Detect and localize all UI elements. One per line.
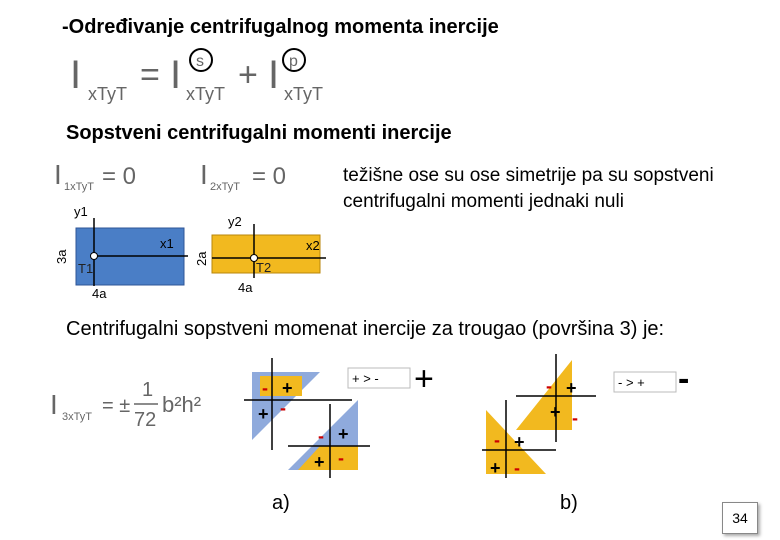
svg-text:-: - [494, 430, 500, 450]
s-marker: s [196, 53, 204, 70]
term1-sub: xTyT [186, 84, 225, 104]
svg-text:+: + [258, 404, 269, 424]
triangle-formula: I 3xTyT = ± 1 72 b²h² [50, 379, 201, 431]
rect2-shape [211, 234, 321, 274]
page-number: 34 [722, 502, 758, 534]
svg-text:-: - [572, 408, 578, 428]
rect2-formula: I 2xTyT = 0 [200, 159, 286, 193]
svg-text:-: - [280, 398, 286, 418]
rect2-t-label: T2 [256, 260, 271, 275]
svg-text:72: 72 [134, 409, 156, 431]
case-a-label: a) [272, 492, 290, 514]
rect1-centroid [90, 252, 98, 260]
rect1-t-label: T1 [78, 261, 93, 276]
lhs-sub: xTyT [88, 84, 127, 104]
rect2-x-label: x2 [306, 238, 320, 253]
case-a-gold-2 [298, 446, 358, 470]
svg-text:-: - [318, 426, 324, 446]
svg-text:+: + [314, 452, 325, 472]
rect1-x-label: x1 [160, 236, 174, 251]
rect2-height-label: 2a [194, 251, 209, 266]
rect1-diagram: y1 x1 T1 4a 3a [54, 204, 188, 301]
case-a-diagram: - + + - - + + - + > - + [244, 358, 434, 478]
svg-text:I: I [50, 389, 58, 420]
svg-text:= 0: = 0 [252, 163, 286, 190]
rect2-centroid [250, 254, 258, 262]
case-b-result: - [678, 360, 689, 398]
rect2-width-label: 4a [238, 280, 253, 295]
term1-base: I [170, 53, 181, 97]
svg-text:1xTyT: 1xTyT [64, 181, 94, 193]
rect1-y-label: y1 [74, 204, 88, 219]
case-b-gold-triangle-2 [486, 410, 546, 474]
case-a-result: + [414, 360, 434, 398]
svg-text:+: + [338, 424, 349, 444]
eq-sign: = [140, 56, 160, 94]
slide-title: -Određivanje centrifugalnog momenta iner… [62, 16, 499, 38]
case-b-label: b) [560, 492, 578, 514]
p-marker-circle [282, 48, 306, 72]
triangle-text: Centrifugalni sopstveni momenat inercije… [66, 318, 665, 340]
main-formula: I xTyT = I xTyT + I xTyT s p [70, 48, 323, 104]
rect1-width-label: 4a [92, 286, 107, 301]
svg-text:+: + [490, 458, 501, 478]
p-marker: p [289, 53, 298, 70]
svg-text:= ±: = ± [102, 395, 130, 417]
svg-text:I: I [200, 159, 208, 190]
svg-text:-: - [338, 448, 344, 468]
svg-text:-: - [546, 376, 552, 396]
svg-text:I: I [54, 159, 62, 190]
svg-text:+: + [566, 378, 577, 398]
svg-text:b²h²: b²h² [162, 392, 201, 417]
svg-text:+: + [282, 378, 293, 398]
svg-text:-: - [514, 458, 520, 478]
case-b-diagram: - + + - - + + - - > + - [482, 354, 689, 478]
svg-text:-: - [262, 378, 268, 398]
term2-base: I [268, 53, 279, 97]
rect2-y-label: y2 [228, 214, 242, 229]
section-subtitle: Sopstveni centrifugalni momenti inercije [66, 122, 452, 144]
case-a-rule-box [347, 367, 411, 389]
svg-text:2xTyT: 2xTyT [210, 181, 240, 193]
svg-text:+: + [550, 402, 561, 422]
case-b-rule-box [613, 371, 677, 393]
case-b-rule: - > + [618, 375, 645, 390]
rect1-height-label: 3a [54, 249, 69, 264]
rect1-formula: I 1xTyT = 0 [54, 159, 136, 193]
symmetry-note: težišne ose su ose simetrije pa su sopst… [343, 165, 714, 212]
term2-sub: xTyT [284, 84, 323, 104]
svg-text:3xTyT: 3xTyT [62, 411, 92, 423]
svg-text:+: + [514, 432, 525, 452]
case-b-gold-triangle [516, 360, 572, 430]
s-marker-circle [189, 48, 213, 72]
case-a-rule: + > - [352, 371, 379, 386]
rect2-diagram: y2 x2 T2 4a 2a [194, 214, 326, 295]
svg-text:1: 1 [142, 379, 153, 401]
svg-text:= 0: = 0 [102, 163, 136, 190]
plus-sign: + [238, 56, 258, 94]
lhs-base: I [70, 53, 81, 97]
case-a-gold-1 [260, 376, 302, 396]
